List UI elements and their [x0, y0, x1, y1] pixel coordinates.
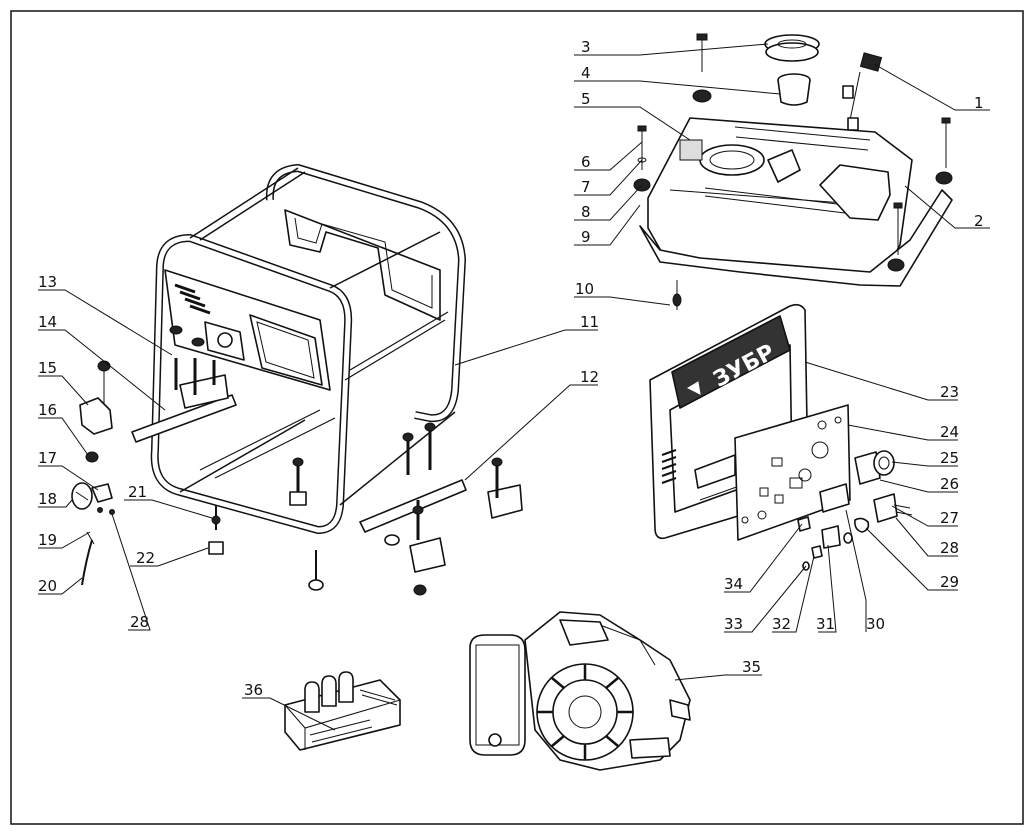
frame — [150, 164, 466, 534]
callout-label: 12 — [580, 368, 599, 386]
callout-label: 31 — [816, 615, 835, 633]
callout-label: 34 — [724, 575, 743, 593]
diagram-border — [10, 10, 1024, 825]
callout-label: 1 — [974, 94, 984, 112]
tank-bolts — [637, 33, 951, 310]
callout-label: 26 — [940, 475, 959, 493]
callout-labels: 1 2 3 4 5 6 7 8 9 10 11 12 13 14 15 16 1… — [38, 38, 984, 699]
callout-label: 23 — [940, 383, 959, 401]
callout-label: 16 — [38, 401, 57, 419]
callout-label: 21 — [128, 483, 147, 501]
callout-label: 4 — [581, 64, 591, 82]
fuel-tank — [633, 117, 953, 287]
callout-label: 36 — [244, 681, 263, 699]
callout-label: 27 — [940, 509, 959, 527]
callout-label: 32 — [772, 615, 791, 633]
fuel-valve-left — [71, 397, 115, 586]
callout-label: 25 — [940, 449, 959, 467]
frame-hardware — [97, 325, 503, 596]
callout-label: 17 — [38, 449, 57, 467]
callout-label: 28 — [130, 613, 149, 631]
callout-label: 14 — [38, 313, 57, 331]
callout-label: 10 — [575, 280, 594, 298]
leader-lines — [38, 43, 990, 731]
callout-label: 30 — [866, 615, 885, 633]
callout-label: 3 — [581, 38, 591, 56]
callout-label: 35 — [742, 658, 761, 676]
fuel-gauge — [842, 52, 883, 131]
fuel-cap — [764, 34, 820, 62]
callout-label: 2 — [974, 212, 984, 230]
callout-label: 7 — [581, 178, 591, 196]
callout-label: 13 — [38, 273, 57, 291]
callout-label: 8 — [581, 203, 591, 221]
avr-module — [284, 671, 401, 751]
callout-label: 6 — [581, 153, 591, 171]
callout-label: 20 — [38, 577, 57, 595]
callout-label: 24 — [940, 423, 959, 441]
engine — [469, 611, 691, 771]
panel-components — [797, 450, 913, 571]
engine-mount-brackets — [131, 374, 523, 573]
callout-label: 15 — [38, 359, 57, 377]
fuel-filter — [777, 73, 811, 106]
callout-label: 28 — [940, 539, 959, 557]
callout-label: 19 — [38, 531, 57, 549]
callout-label: 29 — [940, 573, 959, 591]
callout-label: 22 — [136, 549, 155, 567]
callout-label: 9 — [581, 228, 591, 246]
callout-label: 11 — [580, 313, 599, 331]
callout-label: 33 — [724, 615, 743, 633]
callout-label: 5 — [581, 90, 591, 108]
control-panel-plate — [734, 404, 851, 541]
callout-label: 18 — [38, 490, 57, 508]
